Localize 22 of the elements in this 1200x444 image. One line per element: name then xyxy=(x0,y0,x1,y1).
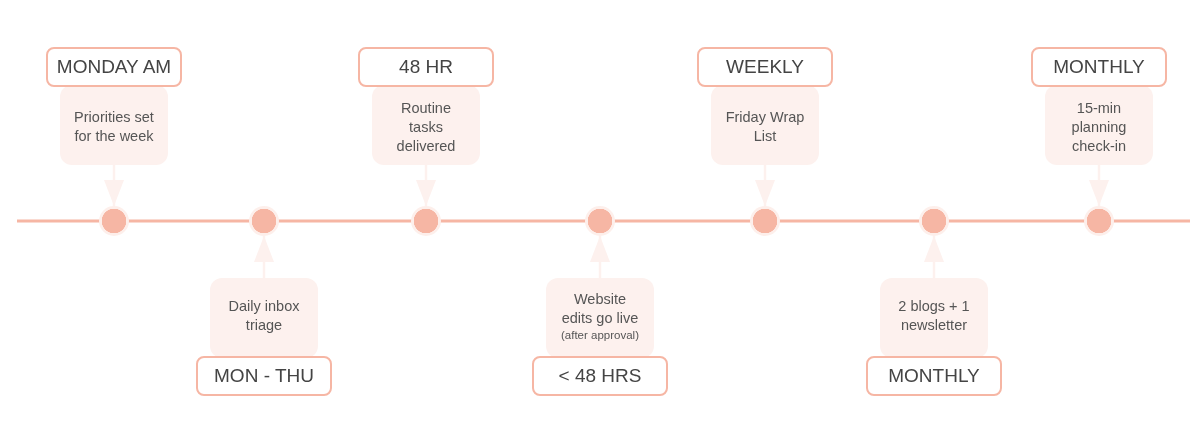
task-text: 2 blogs + 1 newsletter xyxy=(897,297,971,335)
task-text: Routine tasks delivered xyxy=(395,98,457,156)
timeline-dot xyxy=(919,206,949,236)
task-text: Daily inbox triage xyxy=(227,297,301,335)
timeline-dot xyxy=(249,206,279,236)
task-text: Website edits go live xyxy=(560,289,640,328)
timeline-dot xyxy=(1084,206,1114,236)
time-label: MONTHLY xyxy=(866,356,1002,396)
time-label: MONDAY AM xyxy=(46,47,182,87)
time-label: MON - THU xyxy=(196,356,332,396)
time-label: 48 HR xyxy=(358,47,494,87)
task-text: Priorities set for the week xyxy=(73,108,155,146)
timeline-dot xyxy=(99,206,129,236)
task-text: Friday Wrap List xyxy=(724,108,806,146)
time-label: < 48 HRS xyxy=(532,356,668,396)
time-label: MONTHLY xyxy=(1031,47,1167,87)
timeline-dot xyxy=(585,206,615,236)
timeline-dot xyxy=(411,206,441,236)
time-label: WEEKLY xyxy=(697,47,833,87)
note-text: (after approval) xyxy=(561,327,639,343)
task-text: 15-min planning check-in xyxy=(1070,98,1128,156)
timeline-dot xyxy=(750,206,780,236)
